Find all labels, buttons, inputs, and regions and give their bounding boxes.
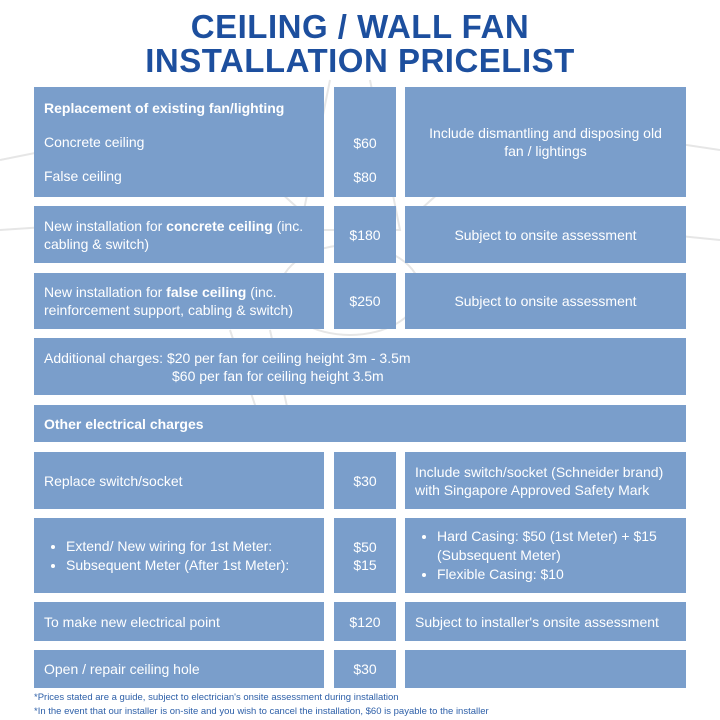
- wiring-note-item: Hard Casing: $50 (1st Meter) + $15 (Subs…: [437, 527, 676, 565]
- wiring-note: Hard Casing: $50 (1st Meter) + $15 (Subs…: [405, 518, 686, 593]
- hole-price-text: $30: [353, 661, 377, 677]
- title-line-2: INSTALLATION PRICELIST: [145, 42, 575, 79]
- false-ceiling-price: $80: [353, 169, 377, 185]
- additional-line-2: $60 per fan for ceiling height 3.5m: [172, 367, 384, 384]
- switch-note: Include switch/socket (Schneider brand) …: [405, 452, 686, 509]
- wiring-price-2: $15: [353, 556, 377, 573]
- point-cell: To make new electrical point: [34, 602, 324, 641]
- switch-cell: Replace switch/socket: [34, 452, 324, 509]
- title-line-1: CEILING / WALL FAN: [190, 8, 530, 45]
- false-price-text: $250: [349, 293, 381, 309]
- replacement-heading: Replacement of existing fan/lighting: [44, 100, 285, 116]
- footnote-2: *In the event that our installer is on-s…: [34, 706, 489, 717]
- false-note-text: Subject to onsite assessment: [454, 293, 637, 309]
- concrete-price-text: $180: [349, 226, 381, 243]
- concrete-ceiling-price: $60: [353, 135, 377, 151]
- false-ceiling-label: False ceiling: [44, 168, 122, 184]
- replacement-price-cell: $60 $80: [334, 87, 396, 197]
- switch-price: $30: [334, 452, 396, 509]
- concrete-ceiling-label: Concrete ceiling: [44, 134, 145, 150]
- footnote-1: *Prices stated are a guide, subject to e…: [34, 692, 399, 703]
- replacement-cell: Replacement of existing fan/lighting Con…: [34, 87, 324, 197]
- additional-charges: Additional charges: $20 per fan for ceil…: [34, 338, 686, 395]
- false-install-cell: New installation for false ceiling (inc.…: [34, 273, 324, 329]
- hole-cell: Open / repair ceiling hole: [34, 650, 324, 688]
- concrete-install-price: $180: [334, 206, 396, 263]
- wiring-note-item: Flexible Casing: $10: [437, 565, 676, 584]
- false-post: (inc. reinforcement support, cabling & s…: [44, 284, 293, 318]
- hole-label: Open / repair ceiling hole: [44, 661, 200, 677]
- point-price-text: $120: [349, 613, 381, 630]
- point-note: Subject to installer's onsite assessment: [405, 602, 686, 641]
- switch-price-text: $30: [353, 472, 377, 489]
- concrete-post: (inc. cabling & switch): [44, 217, 304, 252]
- concrete-pre: New installation for: [44, 217, 167, 234]
- concrete-bold: concrete ceiling: [166, 217, 273, 234]
- false-install-note: Subject to onsite assessment: [405, 273, 686, 329]
- other-charges-heading: Other electrical charges: [34, 405, 686, 442]
- concrete-install-note: Subject to onsite assessment: [405, 206, 686, 263]
- false-pre: New installation for: [44, 284, 167, 300]
- concrete-note-text: Subject to onsite assessment: [454, 226, 637, 243]
- point-label: To make new electrical point: [44, 613, 220, 630]
- false-install-price: $250: [334, 273, 396, 329]
- wiring-price-1: $50: [353, 538, 377, 555]
- false-bold: false ceiling: [166, 284, 247, 300]
- other-heading-text: Other electrical charges: [44, 415, 204, 432]
- additional-line-1: Additional charges: $20 per fan for ceil…: [44, 349, 411, 366]
- point-note-text: Subject to installer's onsite assessment: [415, 613, 659, 630]
- concrete-install-cell: New installation for concrete ceiling (i…: [34, 206, 324, 263]
- replacement-note: Include dismantling and disposing old fa…: [405, 87, 686, 197]
- wiring-item: Subsequent Meter (After 1st Meter):: [66, 556, 314, 575]
- hole-note: [405, 650, 686, 688]
- hole-price: $30: [334, 650, 396, 688]
- switch-label: Replace switch/socket: [44, 472, 183, 489]
- switch-note-text: Include switch/socket (Schneider brand) …: [415, 463, 664, 498]
- wiring-cell: Extend/ New wiring for 1st Meter:Subsequ…: [34, 518, 324, 593]
- wiring-price: $50 $15: [334, 518, 396, 593]
- point-price: $120: [334, 602, 396, 641]
- wiring-item: Extend/ New wiring for 1st Meter:: [66, 537, 314, 556]
- replacement-note-text: Include dismantling and disposing old fa…: [429, 125, 662, 159]
